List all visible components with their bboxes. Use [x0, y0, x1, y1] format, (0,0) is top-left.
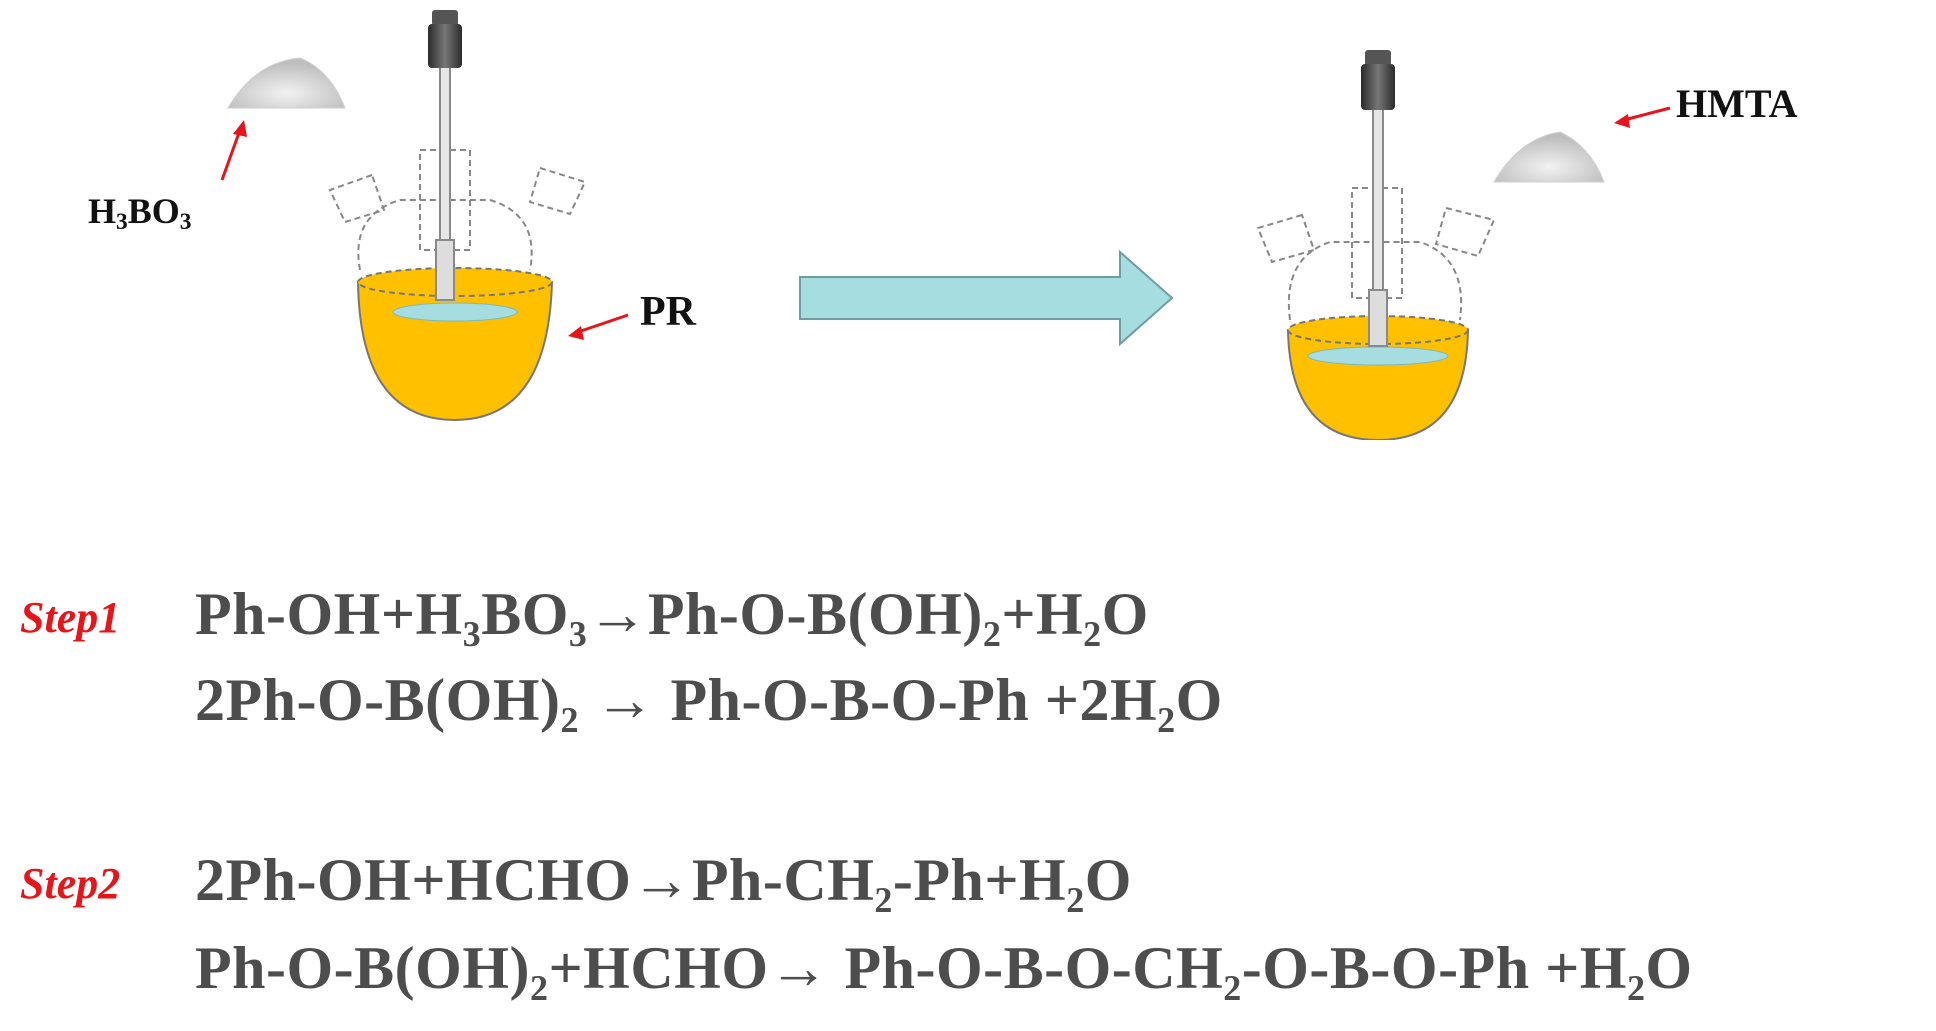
- flask-left: [328, 10, 587, 422]
- resin-pointer-arrow: [568, 313, 629, 340]
- hmta-powder-icon: [1493, 131, 1605, 183]
- hmta-pointer-arrow: [1614, 106, 1671, 128]
- boric-acid-pointer-arrow: [220, 120, 247, 181]
- step2-equation-2: Ph-O-B(OH)₂+HCHO→ Ph-O-B-O-CH₂-O-B-O-Ph …: [195, 935, 1693, 1001]
- reaction-setup-illustration: [220, 10, 1671, 440]
- process-arrow: [799, 249, 1174, 347]
- resin-label: PR: [640, 289, 696, 335]
- step2-equation-1: 2Ph-OH+HCHO→Ph-CH₂-Ph+H₂O: [195, 847, 1132, 913]
- step1-equation-1: Ph-OH+H₃BO₃→Ph-O-B(OH)₂+H₂O: [195, 581, 1149, 647]
- step2-label: Step2: [20, 859, 121, 908]
- step1-equation-2: 2Ph-O-B(OH)₂ → Ph-O-B-O-Ph +2H₂O: [195, 667, 1223, 733]
- hmta-label: HMTA: [1676, 81, 1798, 126]
- step1-label: Step1: [20, 593, 121, 642]
- flask-right: [1256, 50, 1496, 440]
- boric-acid-powder-icon: [227, 57, 346, 109]
- boric-acid-label: H3BO3: [88, 191, 192, 235]
